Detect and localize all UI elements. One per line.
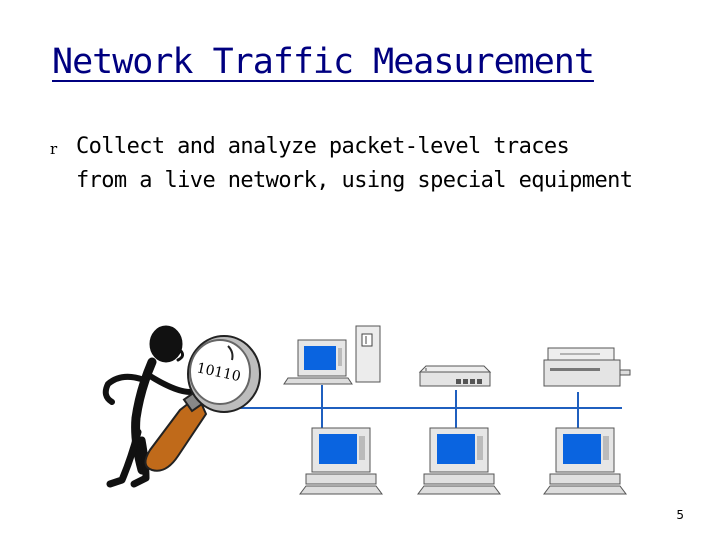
slide-title: Network Traffic Measurement [52,42,595,82]
network-cables [232,385,622,428]
workstation-icon-2 [417,427,501,495]
page-number: 5 [676,508,684,522]
workstation-icon-1 [299,427,383,495]
bullet-marker: r [50,140,58,158]
bullet-text-line-1: Collect and analyze packet-level traces [76,134,570,159]
desktop-computer-icon [283,325,381,385]
workstation-icon-3 [543,427,627,495]
bullet-text-line-2: from a live network, using special equip… [76,168,633,193]
magnifying-glass-icon [144,335,261,472]
printer-icon [543,347,631,387]
network-hub-icon [418,365,492,387]
